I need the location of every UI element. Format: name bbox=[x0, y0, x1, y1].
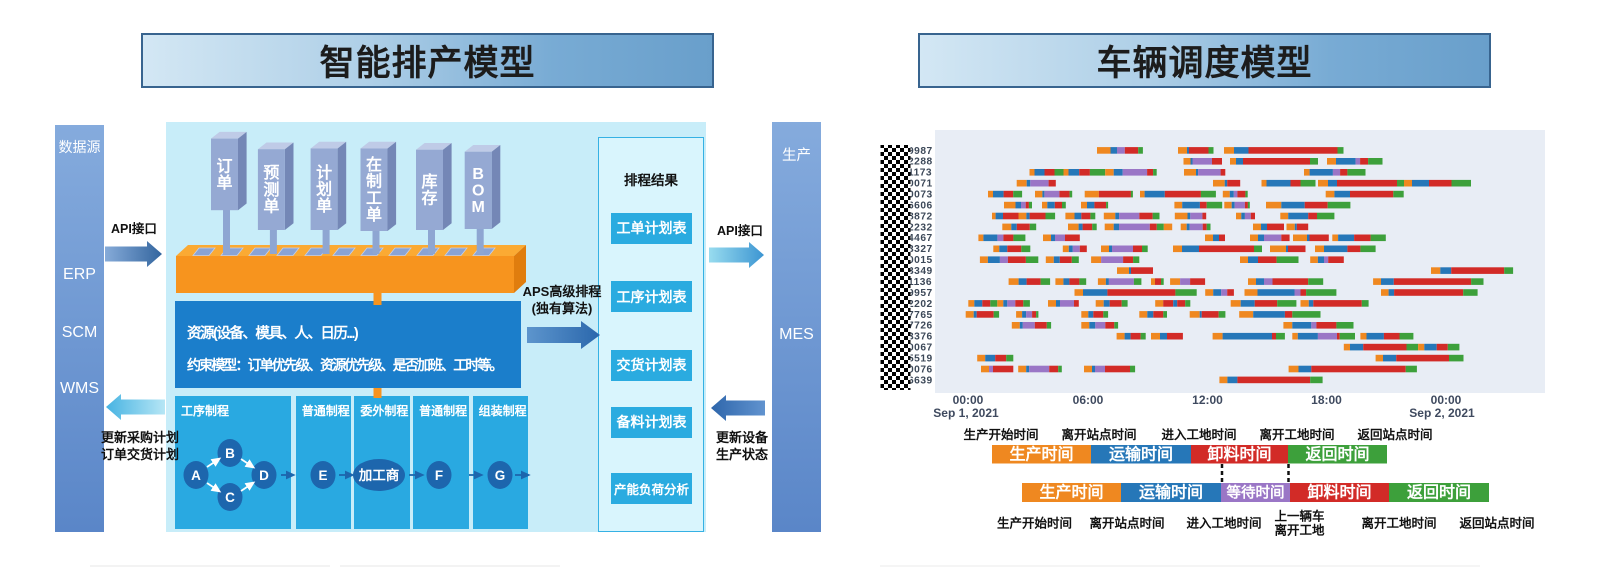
svg-text:1173: 1173 bbox=[908, 168, 932, 179]
svg-text:5519: 5519 bbox=[908, 354, 933, 365]
svg-text:G: G bbox=[495, 468, 506, 483]
svg-text:F: F bbox=[435, 468, 443, 483]
svg-text:B: B bbox=[225, 446, 235, 461]
svg-text:9987: 9987 bbox=[908, 146, 933, 157]
svg-text:3327: 3327 bbox=[908, 244, 933, 255]
svg-text:A: A bbox=[191, 468, 201, 483]
svg-text:Sep 2, 2021: Sep 2, 2021 bbox=[1409, 406, 1475, 420]
svg-text:7765: 7765 bbox=[908, 310, 933, 321]
svg-text:4467: 4467 bbox=[908, 233, 933, 244]
svg-text:进入工地时间: 进入工地时间 bbox=[1161, 427, 1236, 442]
svg-text:预测单: 预测单 bbox=[263, 164, 279, 215]
svg-text:C: C bbox=[225, 490, 235, 505]
svg-text:00:00: 00:00 bbox=[953, 393, 984, 407]
svg-text:2232: 2232 bbox=[908, 222, 933, 233]
svg-text:库存: 库存 bbox=[421, 172, 437, 208]
svg-text:离开工地: 离开工地 bbox=[1274, 523, 1325, 538]
svg-text:上一辆车: 上一辆车 bbox=[1274, 509, 1325, 524]
svg-text:离开工地时间: 离开工地时间 bbox=[1361, 516, 1436, 531]
svg-text:9957: 9957 bbox=[908, 288, 933, 299]
svg-text:返回站点时间: 返回站点时间 bbox=[1459, 516, 1534, 531]
svg-text:3349: 3349 bbox=[908, 266, 933, 277]
svg-text:卸料时间: 卸料时间 bbox=[1207, 445, 1271, 464]
svg-text:BOM: BOM bbox=[472, 166, 485, 216]
svg-text:运输时间: 运输时间 bbox=[1109, 445, 1173, 464]
svg-text:加工商: 加工商 bbox=[358, 467, 400, 483]
svg-text:0076: 0076 bbox=[908, 364, 933, 375]
svg-text:生产开始时间: 生产开始时间 bbox=[997, 516, 1072, 531]
svg-text:进入工地时间: 进入工地时间 bbox=[1186, 516, 1261, 531]
svg-text:0073: 0073 bbox=[908, 190, 933, 201]
svg-text:2288: 2288 bbox=[908, 157, 933, 168]
svg-text:1136: 1136 bbox=[908, 277, 932, 288]
svg-text:运输时间: 运输时间 bbox=[1139, 483, 1203, 502]
svg-text:生产时间: 生产时间 bbox=[1009, 445, 1073, 464]
svg-text:18:00: 18:00 bbox=[1311, 393, 1342, 407]
svg-text:返回站点时间: 返回站点时间 bbox=[1357, 427, 1432, 442]
svg-text:2202: 2202 bbox=[908, 299, 933, 310]
svg-text:离开站点时间: 离开站点时间 bbox=[1061, 427, 1136, 442]
svg-text:在制工单: 在制工单 bbox=[366, 155, 382, 224]
svg-text:等待时间: 等待时间 bbox=[1227, 484, 1285, 502]
svg-text:6639: 6639 bbox=[908, 375, 933, 386]
svg-text:计划单: 计划单 bbox=[316, 163, 332, 215]
svg-text:0071: 0071 bbox=[908, 179, 933, 190]
svg-text:00:00: 00:00 bbox=[1431, 393, 1462, 407]
svg-text:0015: 0015 bbox=[908, 255, 933, 266]
svg-text:7726: 7726 bbox=[908, 321, 933, 332]
svg-text:离开站点时间: 离开站点时间 bbox=[1089, 516, 1164, 531]
svg-text:06:00: 06:00 bbox=[1073, 393, 1104, 407]
svg-text:订单: 订单 bbox=[216, 157, 232, 192]
svg-text:离开工地时间: 离开工地时间 bbox=[1259, 427, 1334, 442]
svg-text:3376: 3376 bbox=[908, 332, 933, 343]
svg-text:6606: 6606 bbox=[908, 201, 933, 212]
svg-text:8872: 8872 bbox=[908, 211, 933, 222]
svg-text:生产开始时间: 生产开始时间 bbox=[963, 427, 1038, 442]
svg-text:返回时间: 返回时间 bbox=[1407, 483, 1471, 502]
svg-text:返回时间: 返回时间 bbox=[1305, 445, 1369, 464]
svg-text:Sep 1, 2021: Sep 1, 2021 bbox=[933, 406, 999, 420]
svg-text:0067: 0067 bbox=[908, 343, 933, 354]
svg-text:E: E bbox=[318, 468, 327, 483]
svg-text:生产时间: 生产时间 bbox=[1039, 483, 1103, 502]
svg-text:卸料时间: 卸料时间 bbox=[1307, 483, 1371, 502]
svg-text:D: D bbox=[259, 468, 269, 483]
svg-text:12:00: 12:00 bbox=[1192, 393, 1223, 407]
